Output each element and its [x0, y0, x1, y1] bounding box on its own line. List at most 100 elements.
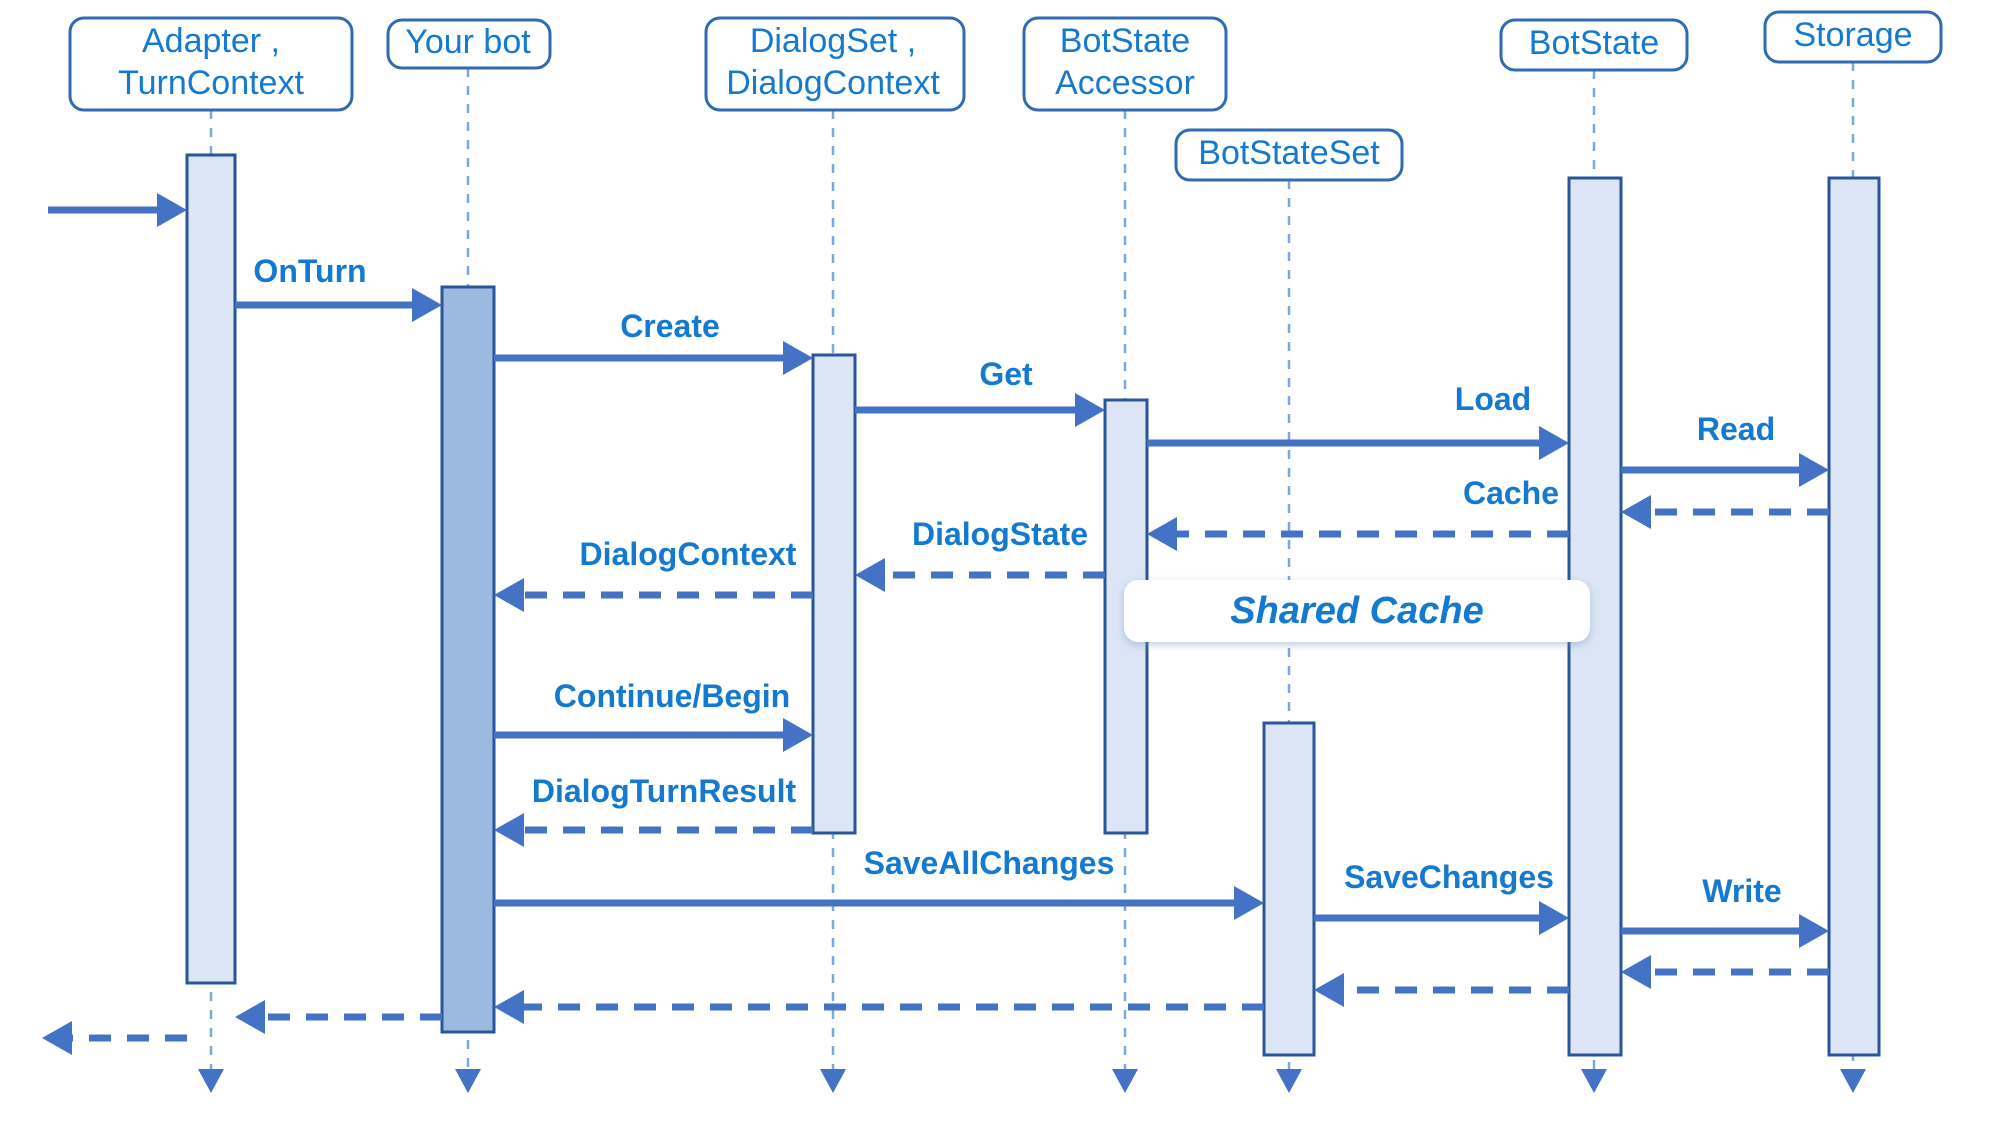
msg-write: [1621, 914, 1829, 948]
participant-box-adapter[interactable]: [68, 16, 354, 112]
participant-dialogset[interactable]: DialogSet , DialogContext: [704, 16, 966, 112]
msg-create: [494, 341, 813, 375]
msg-savealloback: [494, 990, 1264, 1024]
msg-cacheback: [1147, 517, 1569, 551]
messages-layer: [42, 193, 1829, 1055]
msg-dialogcontext-arrowhead: [494, 578, 524, 612]
lifeline-adapter: [198, 110, 224, 1093]
msg-dialogturnres-arrowhead: [494, 813, 524, 847]
msg-create-arrowhead: [783, 341, 813, 375]
msg-saveallchanges-arrowhead: [1234, 886, 1264, 920]
msg-get-arrowhead: [1075, 393, 1105, 427]
msg-load: [1147, 426, 1569, 460]
lifeline-bot: [455, 68, 481, 1093]
msg-dialogturnres: [494, 813, 813, 847]
participant-label-storage-line1: Storage: [1793, 16, 1912, 54]
participant-botstate[interactable]: BotState: [1499, 18, 1689, 72]
participant-label-botstate-line1: BotState: [1529, 24, 1659, 62]
msg-cacheback-label: Cache: [1463, 475, 1559, 511]
participant-box-stateset[interactable]: [1174, 128, 1404, 182]
participant-label-dialogset-line2: DialogContext: [726, 64, 940, 102]
msg-adapterreturn: [42, 1021, 187, 1055]
activation-bar-dialogset: [811, 353, 857, 835]
msg-savechangesret: [1314, 973, 1569, 1007]
participant-label-adapter-line1: Adapter ,: [142, 22, 280, 60]
msg-load-arrowhead: [1539, 426, 1569, 460]
participant-box-dialogset[interactable]: [704, 16, 966, 112]
msg-savechanges: [1314, 901, 1569, 935]
participant-box-accessor[interactable]: [1022, 16, 1228, 112]
msg-continuebegin-arrowhead: [783, 718, 813, 752]
msg-entry: [48, 193, 187, 227]
msg-dialogstate-label: DialogState: [912, 516, 1088, 552]
msg-get-label: Get: [979, 356, 1033, 392]
participant-label-adapter-line2: TurnContext: [118, 64, 304, 102]
participant-bot[interactable]: Your bot: [386, 18, 552, 70]
msg-dialogcontext-label: DialogContext: [580, 536, 797, 572]
participant-label-stateset-line1: BotStateSet: [1198, 134, 1380, 172]
lifeline-accessor: [1112, 110, 1138, 1093]
msg-readback: [1621, 495, 1829, 529]
msg-saveallchanges-label: SaveAllChanges: [864, 845, 1115, 881]
msg-write-arrowhead: [1799, 914, 1829, 948]
activation-bar-botstate: [1567, 176, 1623, 1057]
message-labels-layer: OnTurnCreateGetLoadReadCacheDialogStateD…: [253, 253, 1781, 909]
msg-savealloback-arrowhead: [494, 990, 524, 1024]
msg-writeback-arrowhead: [1621, 955, 1651, 989]
msg-entry-arrowhead: [157, 193, 187, 227]
msg-savechanges-arrowhead: [1539, 901, 1569, 935]
msg-read: [1621, 453, 1829, 487]
msg-dialogstate-arrowhead: [855, 558, 885, 592]
lifeline-end-arrow-storage: [1840, 1069, 1866, 1093]
msg-load-label: Load: [1455, 381, 1531, 417]
msg-dialogstate: [855, 558, 1105, 592]
participant-label-bot-line1: Your bot: [405, 23, 531, 61]
msg-savechangesret-arrowhead: [1314, 973, 1344, 1007]
msg-writeback: [1621, 955, 1829, 989]
msg-onturn-arrowhead: [412, 288, 442, 322]
participant-storage[interactable]: Storage: [1763, 10, 1943, 64]
participant-label-accessor-line2: Accessor: [1055, 64, 1195, 102]
msg-adapterreturn-arrowhead: [42, 1021, 72, 1055]
msg-read-label: Read: [1697, 411, 1775, 447]
activation-bar-bot: [440, 285, 496, 1034]
msg-saveallchanges: [494, 886, 1264, 920]
msg-cacheback-arrowhead: [1147, 517, 1177, 551]
msg-continuebegin: [494, 718, 813, 752]
activation-bar-stateset: [1262, 721, 1316, 1057]
msg-continuebegin-label: Continue/Begin: [554, 678, 790, 714]
lifeline-dialogset: [820, 110, 846, 1093]
participant-box-bot[interactable]: [386, 18, 552, 70]
participant-box-storage[interactable]: [1763, 10, 1943, 64]
msg-onturn: [235, 288, 442, 322]
msg-onturn-label: OnTurn: [253, 253, 366, 289]
lifeline-end-arrow-botstate: [1581, 1069, 1607, 1093]
msg-dialogturnres-label: DialogTurnResult: [532, 773, 797, 809]
lifeline-end-arrow-bot: [455, 1069, 481, 1093]
lifeline-end-arrow-accessor: [1112, 1069, 1138, 1093]
msg-botreturn: [235, 1000, 442, 1034]
participant-adapter[interactable]: Adapter , TurnContext: [68, 16, 354, 112]
activation-bar-storage: [1827, 176, 1881, 1057]
lifeline-end-arrow-dialogset: [820, 1069, 846, 1093]
msg-botreturn-arrowhead: [235, 1000, 265, 1034]
msg-write-label: Write: [1702, 873, 1781, 909]
msg-dialogcontext: [494, 578, 813, 612]
participant-stateset[interactable]: BotStateSet: [1174, 128, 1404, 182]
msg-savechanges-label: SaveChanges: [1344, 859, 1554, 895]
msg-read-arrowhead: [1799, 453, 1829, 487]
lifeline-end-arrow-stateset: [1276, 1069, 1302, 1093]
participant-box-botstate[interactable]: [1499, 18, 1689, 72]
msg-create-label: Create: [620, 308, 720, 344]
note-shared-cache: Shared Cache: [1124, 580, 1590, 642]
msg-readback-arrowhead: [1621, 495, 1651, 529]
activations-layer: [185, 153, 1881, 1057]
note-shared-cache-label: Shared Cache: [1230, 589, 1484, 632]
participant-label-accessor-line1: BotState: [1060, 22, 1190, 60]
participant-label-dialogset-line1: DialogSet ,: [750, 22, 916, 60]
msg-get: [855, 393, 1105, 427]
